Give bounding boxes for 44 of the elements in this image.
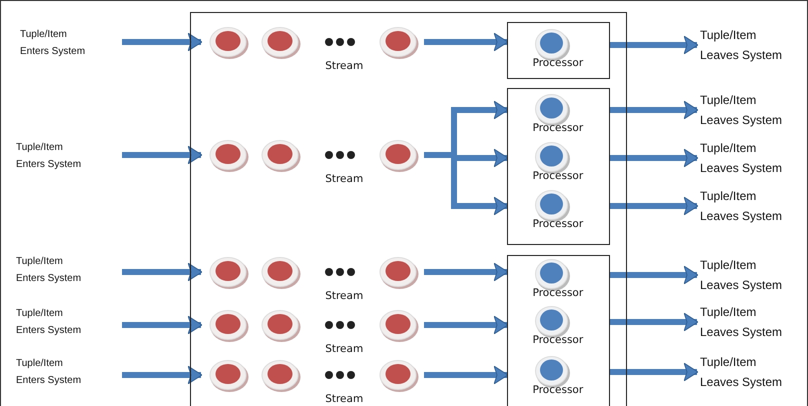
entry-text: Tuple/Item Enters System <box>20 26 120 62</box>
stream-label: Stream <box>324 392 364 405</box>
processor-label: Processor <box>532 218 584 230</box>
processor-group-box <box>506 22 610 79</box>
exit-text: Tuple/Item Leaves System <box>700 352 800 392</box>
block-arrow <box>609 148 698 168</box>
block-arrow <box>122 262 202 282</box>
stream-label: Stream <box>324 60 364 72</box>
processor-label: Processor <box>532 122 584 134</box>
processor-label: Processor <box>532 334 584 346</box>
block-arrow <box>122 366 202 384</box>
processor-label: Processor <box>532 384 584 396</box>
stream-label: Stream <box>324 290 364 302</box>
processor-label: Processor <box>532 57 584 70</box>
block-arrow <box>122 32 202 52</box>
entry-text: Tuple/Item Enters System <box>16 305 120 341</box>
stream-label: Stream <box>324 172 364 185</box>
entry-text: Tuple/Item Enters System <box>16 355 120 391</box>
entry-text: Tuple/Item Enters System <box>16 139 120 175</box>
block-arrow <box>122 316 202 334</box>
block-arrow <box>424 316 508 334</box>
system-boundary-box <box>190 12 627 406</box>
exit-text: Tuple/Item Leaves System <box>700 138 800 178</box>
block-arrow <box>424 32 508 52</box>
exit-text: Tuple/Item Leaves System <box>700 255 800 295</box>
processor-label: Processor <box>532 287 584 300</box>
block-arrow <box>609 312 698 332</box>
block-arrow <box>122 146 202 164</box>
block-arrow <box>424 262 508 282</box>
stream-label: Stream <box>324 342 364 355</box>
block-arrow <box>609 196 698 216</box>
entry-text: Tuple/Item Enters System <box>16 253 120 289</box>
block-arrow <box>609 100 698 120</box>
exit-text: Tuple/Item Leaves System <box>700 302 800 342</box>
exit-text: Tuple/Item Leaves System <box>700 90 800 130</box>
exit-text: Tuple/Item Leaves System <box>700 25 800 65</box>
block-arrow <box>609 362 698 382</box>
block-arrow <box>424 366 508 384</box>
processor-group-box <box>506 254 610 406</box>
processor-label: Processor <box>532 170 584 182</box>
block-arrow <box>609 36 698 54</box>
block-arrow <box>609 266 698 284</box>
processor-group-box <box>506 88 610 245</box>
exit-text: Tuple/Item Leaves System <box>700 186 800 226</box>
